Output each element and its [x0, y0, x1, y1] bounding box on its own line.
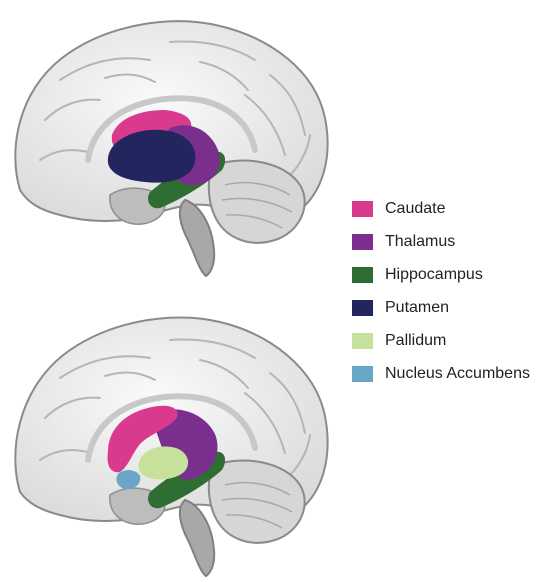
legend-item-hippocampus: Hippocampus [352, 258, 552, 291]
legend-swatch-putamen [352, 300, 373, 316]
legend-label-hippocampus: Hippocampus [385, 266, 483, 284]
legend-label-caudate: Caudate [385, 200, 446, 218]
legend-swatch-hippocampus [352, 267, 373, 283]
legend-swatch-thalamus [352, 234, 373, 250]
legend-item-nucleus-accumbens: Nucleus Accumbens [352, 357, 552, 390]
brainstem [180, 500, 214, 576]
legend-item-pallidum: Pallidum [352, 324, 552, 357]
legend-label-nucleus-accumbens: Nucleus Accumbens [385, 365, 530, 383]
legend-swatch-pallidum [352, 333, 373, 349]
brainstem [180, 200, 214, 276]
brain-bottom-view [0, 292, 340, 582]
brain-top-view [0, 0, 340, 282]
legend-label-thalamus: Thalamus [385, 233, 455, 251]
legend-swatch-nucleus-accumbens [352, 366, 373, 382]
legend-label-pallidum: Pallidum [385, 332, 446, 350]
legend-label-putamen: Putamen [385, 299, 449, 317]
legend: Caudate Thalamus Hippocampus Putamen Pal… [352, 192, 552, 390]
legend-item-caudate: Caudate [352, 192, 552, 225]
legend-item-thalamus: Thalamus [352, 225, 552, 258]
legend-swatch-caudate [352, 201, 373, 217]
legend-item-putamen: Putamen [352, 291, 552, 324]
